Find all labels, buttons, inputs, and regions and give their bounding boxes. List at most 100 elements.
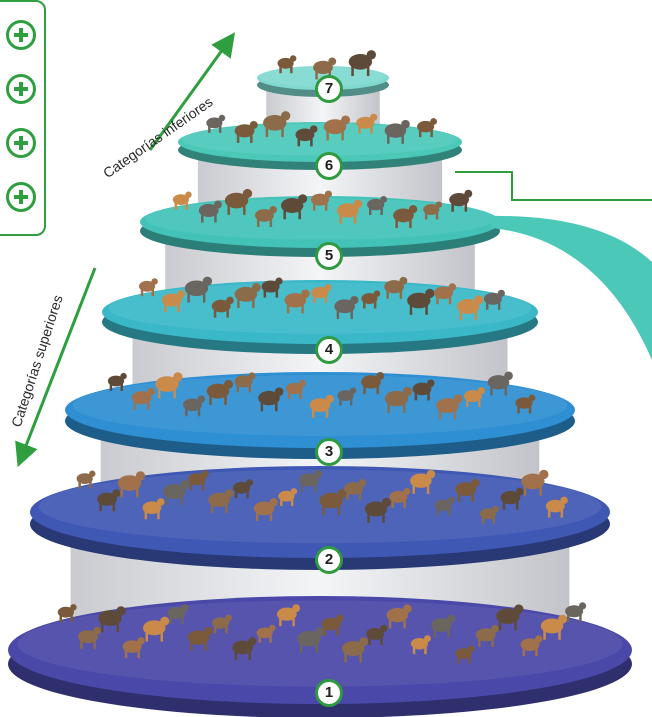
- animal-leg: [436, 211, 439, 219]
- plus-icon[interactable]: [6, 20, 36, 50]
- animal-head: [250, 121, 258, 129]
- level-badge-5[interactable]: 5: [315, 242, 343, 270]
- animal-leg: [380, 206, 383, 215]
- animal-head: [336, 615, 344, 623]
- animal-leg: [412, 483, 415, 494]
- animal-head: [401, 120, 410, 129]
- animal-head: [328, 57, 336, 65]
- animal-leg: [101, 621, 104, 633]
- animal-leg: [310, 137, 313, 146]
- animal-leg: [248, 650, 251, 660]
- animal-leg: [337, 309, 340, 319]
- animal-leg: [250, 133, 253, 143]
- animal-leg: [243, 203, 246, 215]
- animal-leg: [535, 647, 538, 656]
- animal-leg: [209, 394, 212, 405]
- animal-leg: [292, 616, 295, 626]
- animal-leg: [339, 397, 342, 405]
- animal-head: [281, 111, 290, 120]
- animal-leg: [298, 208, 301, 219]
- animal-leg: [387, 133, 390, 144]
- animal-head: [558, 615, 567, 624]
- animal-leg: [579, 613, 582, 622]
- animal-head: [427, 470, 436, 479]
- animal-head: [203, 277, 212, 286]
- animal-leg: [164, 302, 167, 312]
- animal-leg: [358, 125, 361, 134]
- animal-head: [269, 206, 277, 214]
- animal-head: [350, 296, 358, 304]
- level-badge-6[interactable]: 6: [315, 152, 343, 180]
- animal-head: [430, 118, 437, 125]
- animal-leg: [225, 625, 228, 634]
- level-badge-2[interactable]: 2: [315, 546, 343, 574]
- animal-leg: [181, 615, 184, 624]
- animal-leg: [270, 218, 273, 227]
- animal-leg: [382, 512, 385, 523]
- level-badge-7[interactable]: 7: [315, 75, 343, 103]
- animal-leg: [185, 201, 188, 209]
- animal-leg: [325, 294, 328, 303]
- animal-head: [252, 283, 261, 292]
- animal-leg: [370, 125, 373, 134]
- animal-head: [367, 50, 376, 59]
- animal-leg: [359, 651, 362, 662]
- animal-head: [226, 297, 234, 305]
- animal-head: [299, 380, 306, 387]
- animal-head: [310, 125, 318, 133]
- animal-leg: [60, 614, 63, 622]
- level-badge-4[interactable]: 4: [315, 336, 343, 364]
- animal-leg: [336, 626, 339, 635]
- callout-beam: [488, 216, 652, 360]
- animal-leg: [437, 507, 440, 516]
- animal-leg: [145, 510, 148, 519]
- animal-leg: [313, 294, 316, 303]
- animal-head: [449, 283, 457, 291]
- plus-icon[interactable]: [6, 74, 36, 104]
- animal-leg: [529, 405, 532, 414]
- animal-leg: [117, 621, 120, 633]
- animal-leg: [261, 401, 264, 412]
- animal-leg: [474, 309, 477, 320]
- animal-head: [301, 289, 310, 298]
- animal-leg: [281, 125, 284, 137]
- animal-leg: [181, 494, 184, 505]
- animal-leg: [290, 65, 293, 73]
- animal-leg: [380, 636, 383, 645]
- animal-leg: [276, 289, 279, 298]
- animal-head: [116, 606, 125, 615]
- level-badge-1[interactable]: 1: [315, 679, 343, 707]
- animal-leg: [427, 483, 430, 494]
- animal-head: [137, 637, 145, 645]
- animal-leg: [338, 503, 341, 515]
- animal-leg: [202, 481, 205, 490]
- animal-leg: [257, 218, 260, 227]
- animal-leg: [326, 129, 329, 140]
- animal-leg: [214, 213, 217, 223]
- animal-head: [93, 627, 101, 635]
- animal-leg: [415, 391, 418, 400]
- animal-head: [204, 627, 213, 636]
- animal-leg: [313, 202, 316, 211]
- animal-head: [409, 205, 417, 213]
- animal-leg: [561, 508, 564, 517]
- animal-leg: [315, 70, 318, 80]
- plus-icon[interactable]: [6, 182, 36, 212]
- animal-leg: [177, 302, 180, 312]
- animal-leg: [468, 655, 471, 663]
- animal-head: [424, 635, 431, 642]
- animal-head: [403, 387, 412, 396]
- animal-leg: [237, 297, 240, 308]
- animal-head: [448, 497, 455, 504]
- animal-leg: [505, 385, 508, 396]
- animal-leg: [324, 626, 327, 635]
- animal-leg: [113, 501, 116, 511]
- animal-leg: [454, 408, 457, 419]
- animal-leg: [339, 213, 342, 224]
- animal-leg: [225, 502, 228, 513]
- animal-leg: [389, 618, 392, 629]
- level-badge-3[interactable]: 3: [315, 438, 343, 466]
- animal-leg: [341, 129, 344, 140]
- plus-icon[interactable]: [6, 128, 36, 158]
